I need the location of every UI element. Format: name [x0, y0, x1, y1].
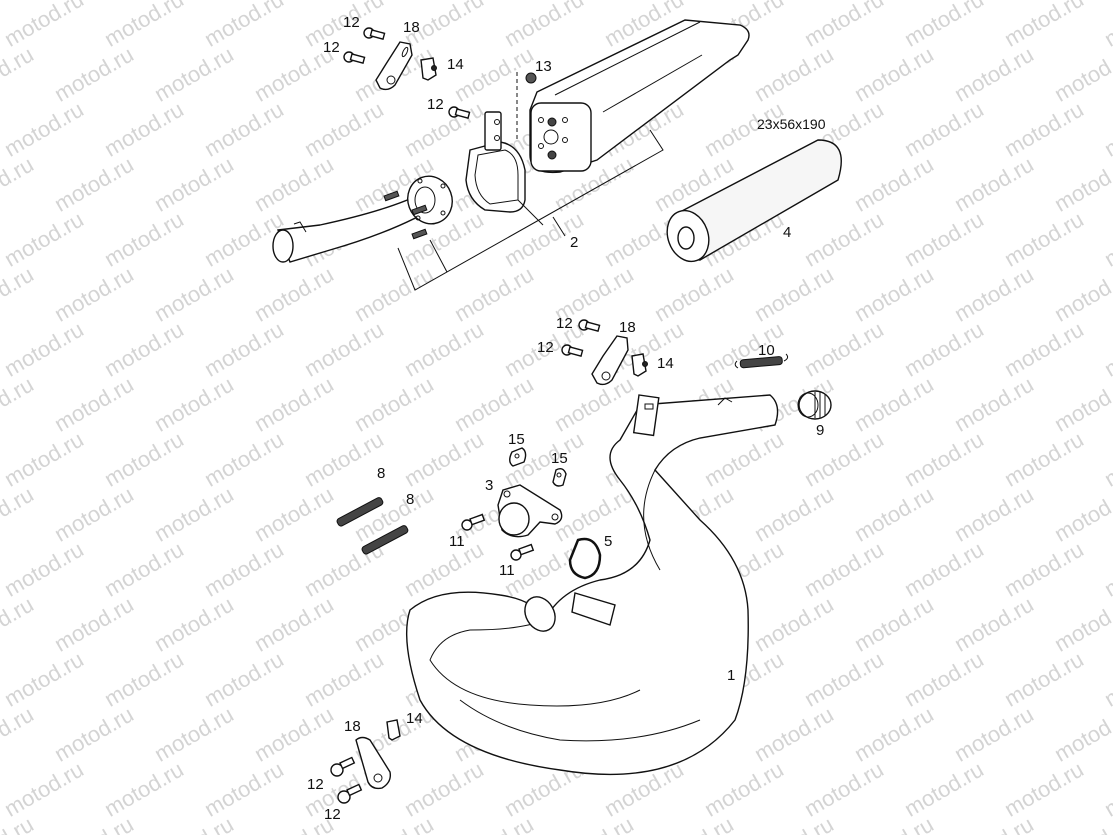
bracket-18-top: [375, 41, 413, 91]
callout-label-12: 12: [343, 14, 360, 31]
callout-label-14: 14: [406, 710, 423, 727]
spring-8-b: [361, 525, 409, 555]
spring-10: [734, 353, 789, 369]
bolt-12-top-2: [343, 51, 366, 65]
callout-label-5: 5: [604, 533, 613, 550]
bracket-18-mid: [591, 335, 629, 386]
callout-label-14: 14: [657, 355, 674, 372]
plate-15-a: [509, 447, 527, 467]
callout-label-15: 15: [508, 431, 525, 448]
callout-label-8: 8: [377, 465, 386, 482]
silencer-head-pipe: [272, 175, 453, 263]
callout-label-15: 15: [551, 450, 568, 467]
callout-label-12: 12: [323, 39, 340, 56]
callout-label-10: 10: [758, 342, 775, 359]
callout-label-4: 4: [783, 224, 792, 241]
callout-label-18: 18: [344, 718, 361, 735]
dimension-note: 23x56x190: [757, 116, 826, 132]
callout-label-11: 11: [449, 533, 465, 550]
callout-label-18: 18: [619, 319, 636, 336]
callout-label-12: 12: [556, 315, 573, 332]
callout-label-18: 18: [403, 19, 420, 36]
clip-nut-14-top: [420, 57, 437, 81]
clip-nut-14-bottom: [386, 719, 401, 741]
bracket-18-bottom: [355, 736, 392, 790]
silencer-clamp: [465, 111, 526, 213]
rubber-sleeve-9: [797, 390, 832, 420]
callout-label-12: 12: [307, 776, 324, 793]
packing-4: [666, 139, 842, 263]
callout-label-11: 11: [499, 562, 515, 579]
silencer-body: [529, 19, 750, 174]
exhaust-flange-3: [497, 484, 563, 538]
callout-label-12: 12: [324, 806, 341, 823]
bolt-12-top-1: [363, 27, 386, 41]
callout-label-2: 2: [570, 234, 579, 251]
callout-label-8: 8: [406, 491, 415, 508]
nut-13: [525, 72, 537, 84]
callout-label-1: 1: [727, 667, 736, 684]
callout-label-12: 12: [427, 96, 444, 113]
expansion-chamber-1: [406, 394, 779, 776]
callout-label-9: 9: [816, 422, 825, 439]
spring-8-a: [336, 497, 384, 527]
callout-label-3: 3: [485, 477, 494, 494]
gasket-5: [568, 537, 602, 580]
clip-nut-14-mid: [631, 353, 647, 377]
callout-label-14: 14: [447, 56, 464, 73]
callout-label-12: 12: [537, 339, 554, 356]
callout-label-13: 13: [535, 58, 552, 75]
